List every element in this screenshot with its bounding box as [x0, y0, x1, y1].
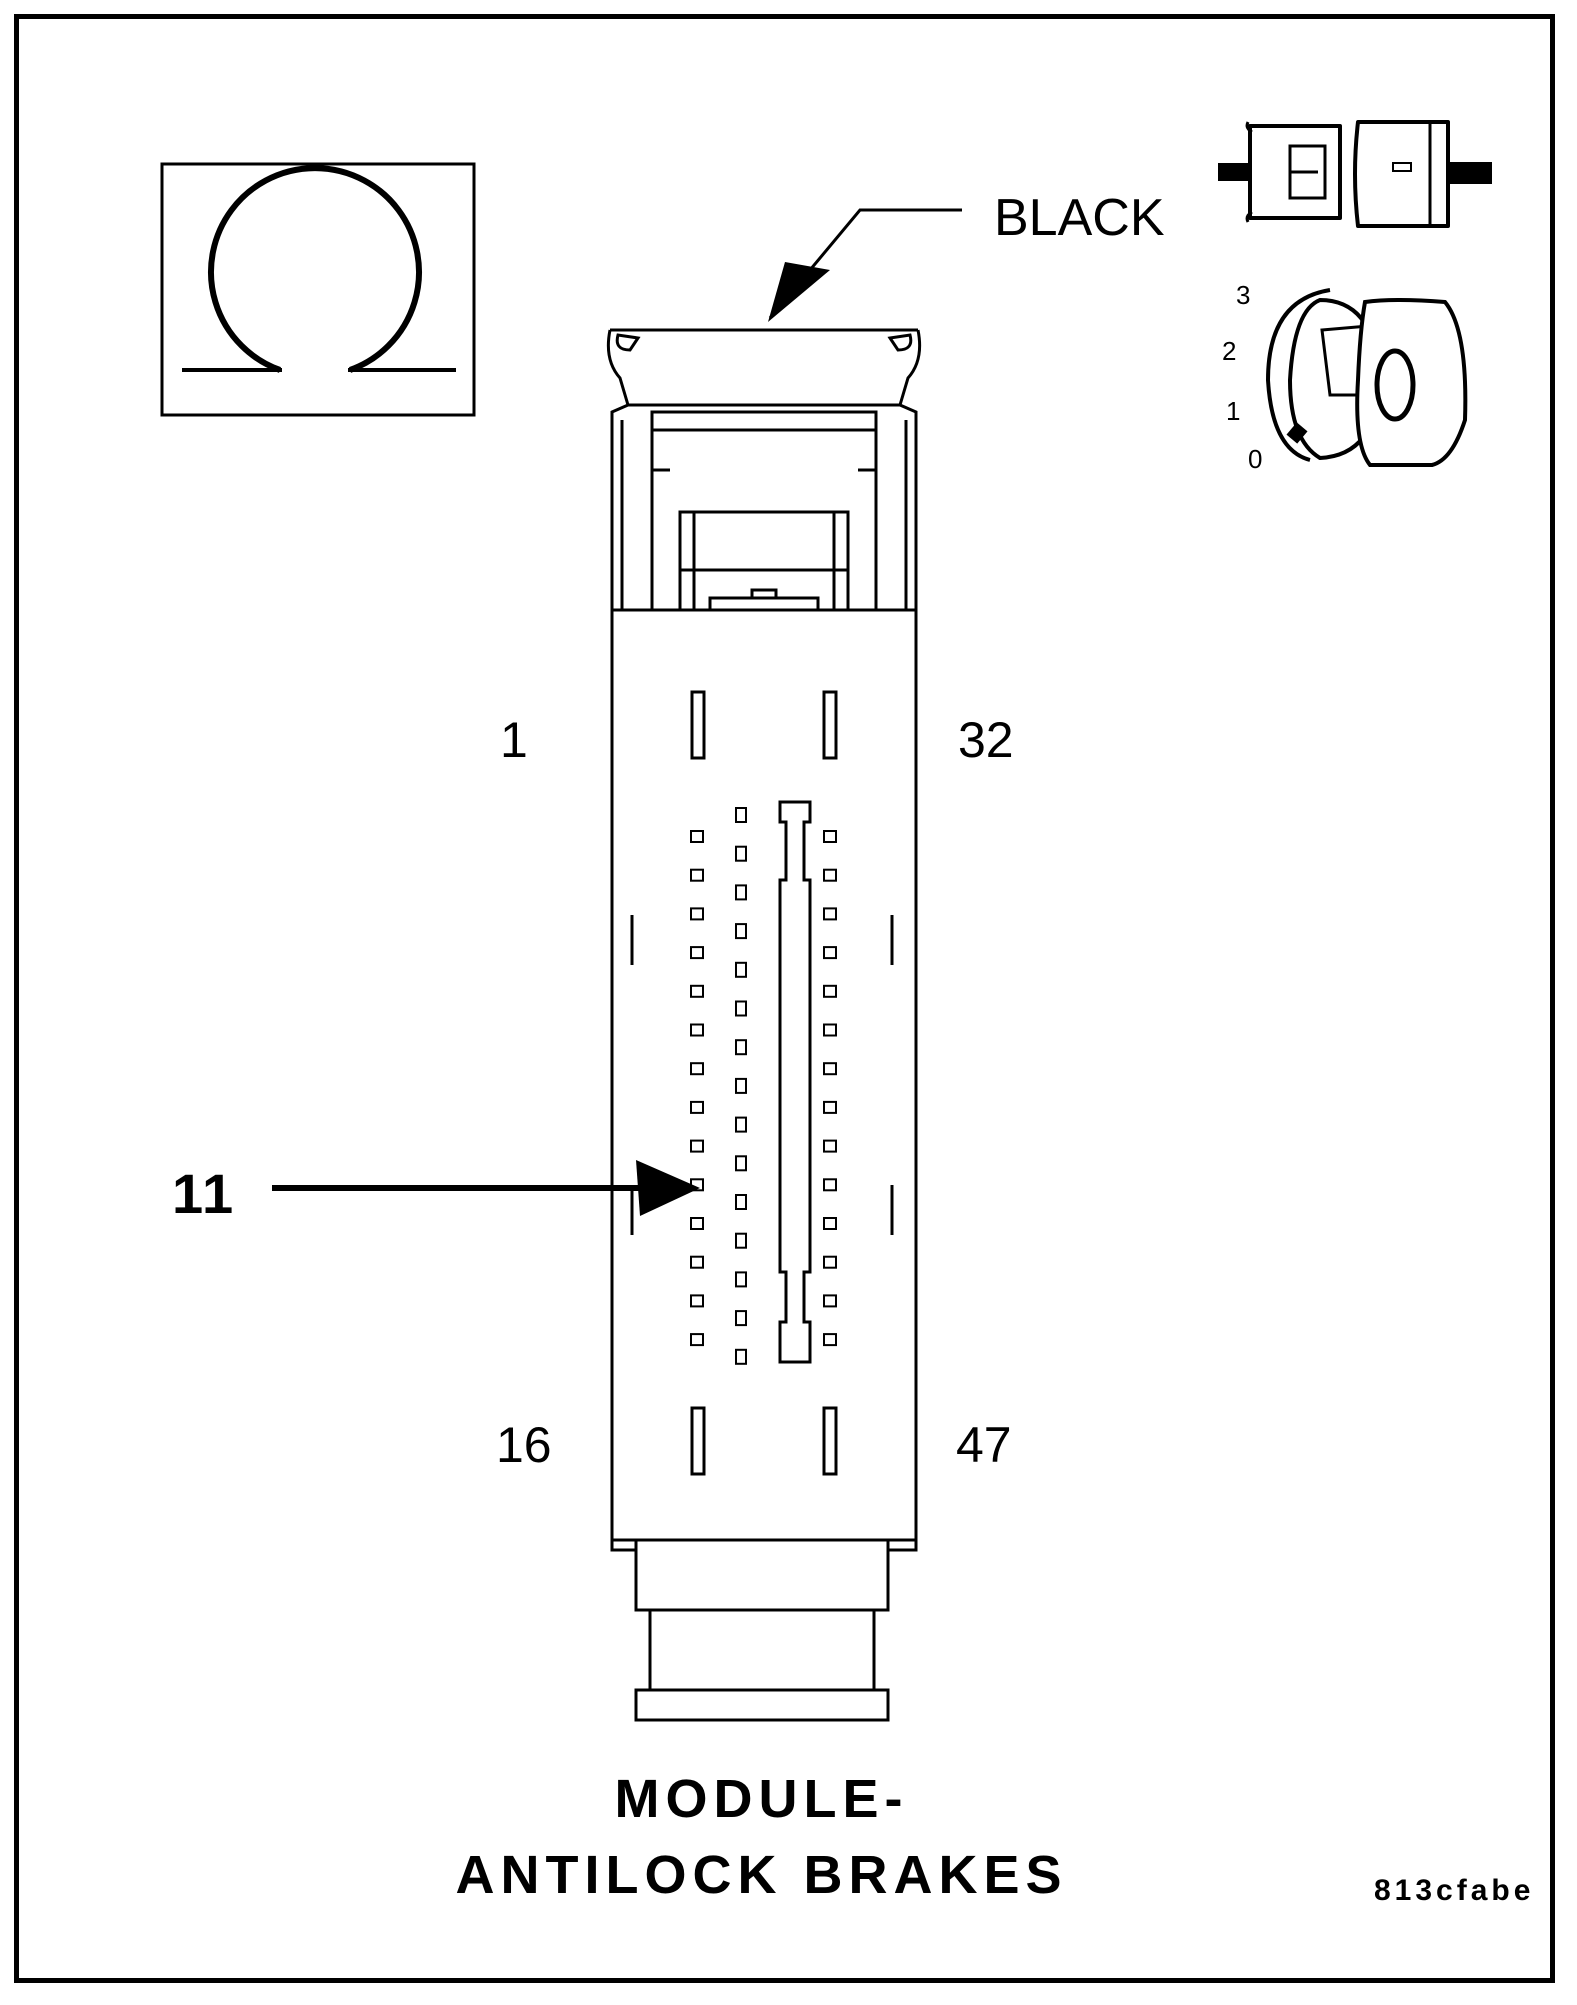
terminal-cavity: [690, 1023, 704, 1037]
connector-latch: [606, 328, 922, 612]
terminal-cavity: [735, 1039, 747, 1056]
terminal-cavity: [690, 1100, 704, 1114]
terminal-cavity: [735, 961, 747, 978]
terminal-cavity: [823, 868, 837, 882]
pin-label-1: 1: [500, 712, 528, 768]
terminal-cavity: [735, 923, 747, 940]
terminal-cavity: [823, 1294, 837, 1308]
terminal-cavity: [823, 830, 837, 843]
terminal-cavity: [823, 1062, 837, 1076]
figure-id: 813cfabe: [1374, 1874, 1535, 1907]
switch-position-1: 1: [1226, 396, 1241, 426]
callout-arrowhead: [636, 1160, 700, 1216]
terminal-cavity: [735, 807, 747, 823]
terminal-cavity: [735, 1271, 747, 1288]
connector-retainer: [634, 1538, 890, 1722]
connector-body: [610, 608, 918, 1552]
title-line-2: ANTILOCK BRAKES: [455, 1845, 1068, 1905]
terminal-cavity: [735, 1310, 747, 1327]
pin-label-16: 16: [496, 1417, 552, 1473]
terminal-cavities: [690, 807, 837, 1365]
diagram-frame: [14, 14, 1555, 1983]
terminal-cavity: [823, 1333, 837, 1347]
terminal-cavity: [690, 868, 704, 882]
terminal-cavity: [690, 1217, 704, 1230]
terminal-cavity: [735, 1000, 747, 1017]
terminal-cavity: [823, 946, 837, 960]
disconnected-connector-icon: [1218, 120, 1492, 228]
terminal-cavity: [690, 1333, 704, 1347]
terminal-cavity: [735, 1194, 747, 1210]
switch-position-2: 2: [1222, 336, 1237, 366]
terminal-cavity: [735, 1116, 747, 1133]
terminal-cavity: [823, 1217, 837, 1230]
ignition-key-icon: [1265, 288, 1468, 467]
terminal-cavity: [690, 830, 704, 843]
terminal-cavity: [735, 1232, 747, 1249]
leader-arrowhead: [768, 262, 830, 322]
terminal-cavity: [823, 907, 837, 921]
wire-color-label: BLACK: [994, 189, 1165, 247]
pin-label-32: 32: [958, 712, 1014, 768]
switch-position-0: 0: [1248, 444, 1263, 474]
color-leader-line: [768, 208, 962, 319]
terminal-cavity: [823, 1100, 837, 1114]
pin-label-47: 47: [956, 1417, 1012, 1473]
terminal-cavity: [735, 1077, 747, 1094]
terminal-cavity: [690, 1062, 704, 1076]
switch-position-3: 3: [1236, 280, 1251, 310]
ohmmeter-icon: [160, 162, 476, 417]
terminal-cavity: [735, 845, 747, 862]
terminal-cavity: [823, 1139, 837, 1153]
terminal-cavity: [735, 1348, 747, 1365]
terminal-cavity: [823, 984, 837, 998]
terminal-cavity: [735, 1155, 747, 1172]
terminal-cavity: [690, 1139, 704, 1153]
terminal-cavity: [690, 1255, 704, 1269]
terminal-cavity: [735, 884, 747, 901]
terminal-cavity: [690, 946, 704, 960]
terminal-cavity: [690, 984, 704, 998]
terminal-cavity: [823, 1178, 837, 1192]
terminal-cavity: [823, 1255, 837, 1269]
terminal-cavity: [690, 1294, 704, 1308]
title-line-1: MODULE-: [614, 1769, 909, 1829]
terminal-cavity: [823, 1023, 837, 1037]
callout-pin-number: 11: [172, 1162, 236, 1225]
terminal-cavity: [690, 907, 704, 921]
